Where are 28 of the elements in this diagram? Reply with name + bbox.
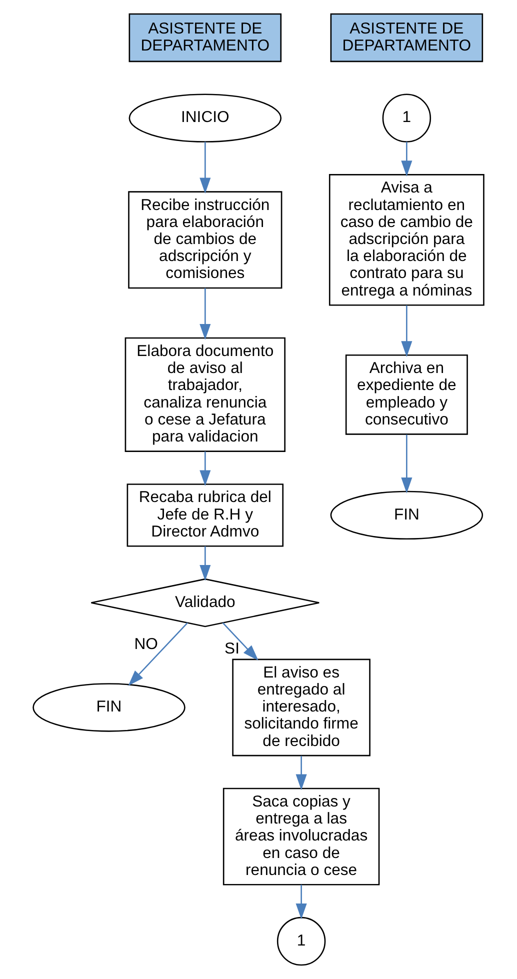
node-ellipse: INICIO — [128, 94, 282, 142]
node-box: Avisa a reclutamiento en caso de cambio de adscripción para la elaboración de contrato para su entrega a nóminas — [328, 174, 484, 306]
node-box: Recaba rubrica del Jefe de R.H y Director Admvo — [126, 484, 284, 547]
node-circle: 1 — [382, 94, 432, 142]
arrow — [401, 434, 412, 494]
node-box: Elabora documento de aviso al trabajador, canaliza renuncia o cese a Jefatura para validacion — [124, 337, 286, 452]
edge-label: NO — [134, 636, 158, 654]
node-box: Recibe instrucción para elaboración de cambios de adscripción y comisiones — [128, 191, 282, 289]
arrow — [200, 142, 211, 194]
arrow — [200, 451, 211, 486]
arrow — [296, 884, 307, 920]
node-box: ASISTENTE DE DEPARTAMENTO — [330, 13, 484, 62]
node-circle: 1 — [276, 916, 326, 966]
arrow — [296, 756, 307, 790]
node-box: ASISTENTE DE DEPARTAMENTO — [128, 13, 282, 62]
arrow — [200, 546, 211, 581]
arrow — [128, 622, 188, 686]
edge-label: SI — [224, 640, 240, 658]
arrow — [222, 622, 258, 661]
node-diamond: Validado — [90, 578, 320, 628]
node-ellipse: FIN — [330, 490, 484, 540]
arrow — [401, 305, 412, 357]
arrow — [401, 142, 412, 176]
node-box: Saca copias y entrega a las áreas involucradas en caso de renuncia o cese — [222, 788, 380, 886]
node-ellipse: FIN — [32, 683, 186, 732]
node-box: Archiva en expediente de empleado y consecutivo — [345, 354, 468, 435]
node-box: El aviso es entregado al interesado, solicitando firme de recibido — [232, 658, 370, 756]
arrow — [200, 288, 211, 340]
